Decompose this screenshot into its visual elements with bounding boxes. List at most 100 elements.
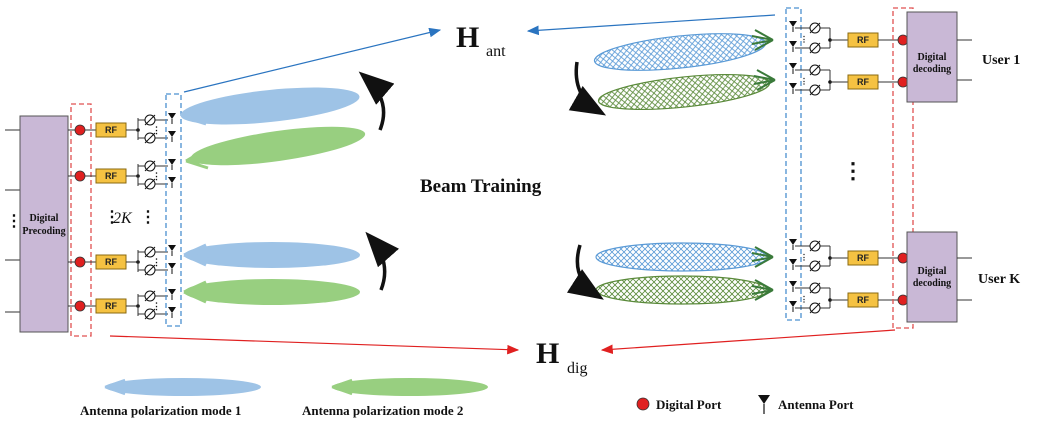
- tx-beam-green-top: [185, 126, 366, 170]
- h-dig-subscript: dig: [567, 360, 587, 377]
- legend: Antenna polarization mode 1 Antenna pola…: [80, 378, 854, 418]
- digital-port-icon: [74, 124, 86, 136]
- tx-inner-dots: ⋮: [152, 125, 161, 135]
- h-dig-arrow-left: [109, 335, 520, 355]
- antenna-port-icon: [168, 289, 176, 295]
- rx-beam-green-bottom: [595, 275, 774, 305]
- rx-inner-dots: ⋮: [800, 77, 808, 86]
- rx-beams: [593, 29, 776, 305]
- digital-port-icon: [74, 256, 86, 268]
- legend-mode2-swatch: [331, 378, 488, 396]
- h-ant-arrow-left: [183, 27, 442, 93]
- rf-label: RF: [105, 125, 117, 135]
- tx-rf-chain: RF ⋮: [68, 159, 176, 190]
- digital-decoding-label-1: Digital: [918, 52, 947, 63]
- tx-inner-dots: ⋮: [152, 301, 161, 311]
- h-dig-symbol: H: [536, 337, 559, 370]
- antenna-port-icon: [168, 177, 176, 183]
- h-ant-arrow-right: [526, 14, 776, 36]
- antenna-port-icon: [168, 245, 176, 251]
- rf-label: RF: [857, 253, 869, 263]
- beam-training-label: Beam Training: [420, 176, 542, 197]
- rx-rf-chain: ⋮ RF: [789, 281, 909, 314]
- antenna-port-icon: [789, 21, 797, 27]
- legend-mode2-label: Antenna polarization mode 2: [302, 403, 463, 418]
- rx-inner-dots: ⋮: [800, 253, 808, 262]
- tx-dots-left: ⋮: [104, 209, 120, 226]
- rx-antenna-port-box: [785, 7, 802, 321]
- antenna-port-icon: [758, 395, 770, 414]
- legend-antenna-port-label: Antenna Port: [778, 397, 854, 412]
- tx-inner-dots: ⋮: [152, 171, 161, 181]
- tx-inner-dots: ⋮: [152, 257, 161, 267]
- rx-inner-dots: ⋮: [800, 295, 808, 304]
- digital-precoding-block: [19, 115, 69, 333]
- antenna-port-icon: [789, 301, 797, 307]
- rx-inner-dots: ⋮: [800, 35, 808, 44]
- rx-rf-chain: ⋮ RF: [789, 63, 909, 96]
- rx-digital-port-box: [892, 7, 914, 329]
- user-k-label: User K: [978, 272, 1020, 287]
- h-ant-symbol: H: [456, 21, 479, 54]
- h-ant-subscript: ant: [486, 43, 506, 60]
- curved-arrow-icon: [568, 61, 607, 116]
- digital-precoding-label-1: Digital: [30, 213, 59, 224]
- antenna-port-icon: [789, 239, 797, 245]
- antenna-port-icon: [789, 259, 797, 265]
- digital-port-icon: [74, 300, 86, 312]
- rx-rf-chain: ⋮ RF: [789, 239, 909, 272]
- curved-arrow-icon: [365, 231, 400, 291]
- antenna-port-icon: [168, 131, 176, 137]
- antenna-port-icon: [789, 83, 797, 89]
- vertical-ellipsis-icon: ⋮: [842, 158, 864, 183]
- antenna-port-icon: [168, 113, 176, 119]
- digital-decoding-label-k1: Digital: [918, 266, 947, 277]
- rf-label: RF: [105, 257, 117, 267]
- user-1-label: User 1: [982, 53, 1020, 68]
- antenna-port-icon: [168, 307, 176, 313]
- tx-input-dots: ⋮: [6, 213, 22, 230]
- rf-label: RF: [105, 171, 117, 181]
- rx-beam-blue-top: [593, 29, 774, 71]
- h-dig-arrow-right: [600, 329, 896, 355]
- tx-antenna-port-box: [165, 93, 182, 327]
- legend-mode1-label: Antenna polarization mode 1: [80, 403, 241, 418]
- rf-label: RF: [105, 301, 117, 311]
- tx-beams: [180, 87, 366, 305]
- tx-beam-blue-bottom: [183, 242, 360, 268]
- tx-rf-chain: RF ⋮: [68, 289, 176, 320]
- tx-rf-chain: RF ⋮: [68, 113, 176, 144]
- rf-label: RF: [857, 295, 869, 305]
- digital-decoding-block-user1: [906, 11, 958, 103]
- tx-beam-green-bottom: [183, 279, 360, 305]
- antenna-count-label: 2K: [113, 210, 133, 227]
- tx-dots-right: ⋮: [140, 209, 156, 226]
- antenna-port-icon: [168, 263, 176, 269]
- curved-arrow-icon: [566, 244, 604, 300]
- tx-rf-chain: RF ⋮: [68, 245, 176, 276]
- digital-port-icon: [636, 397, 650, 411]
- digital-decoding-label-2: decoding: [913, 64, 951, 75]
- tx-digital-port-box: [70, 103, 92, 337]
- rx-rf-chain: ⋮ RF: [789, 21, 909, 54]
- tx-beam-blue-top: [180, 87, 360, 126]
- digital-precoding-label-2: Precoding: [22, 226, 65, 237]
- curved-arrow-icon: [358, 71, 395, 131]
- legend-mode1-swatch: [104, 378, 261, 396]
- digital-port-icon: [74, 170, 86, 182]
- rx-beam-green-top: [597, 69, 776, 111]
- digital-decoding-label-k2: decoding: [913, 278, 951, 289]
- receiver: ⋮ RF ⋮ RF ⋮ RF ⋮ RF Digital decoding Digital de…: [785, 7, 1020, 329]
- antenna-port-icon: [789, 63, 797, 69]
- antenna-port-icon: [789, 281, 797, 287]
- transmitter: ⋮ Digital Precoding RF ⋮ RF ⋮ RF ⋮ RF ⋮ ⋮ 2K ⋮: [5, 93, 182, 337]
- rf-label: RF: [857, 35, 869, 45]
- antenna-port-icon: [168, 159, 176, 165]
- digital-decoding-block-userk: [906, 231, 958, 323]
- legend-digital-port-label: Digital Port: [656, 397, 722, 412]
- rx-beam-blue-bottom: [595, 242, 774, 272]
- antenna-port-icon: [789, 41, 797, 47]
- rf-label: RF: [857, 77, 869, 87]
